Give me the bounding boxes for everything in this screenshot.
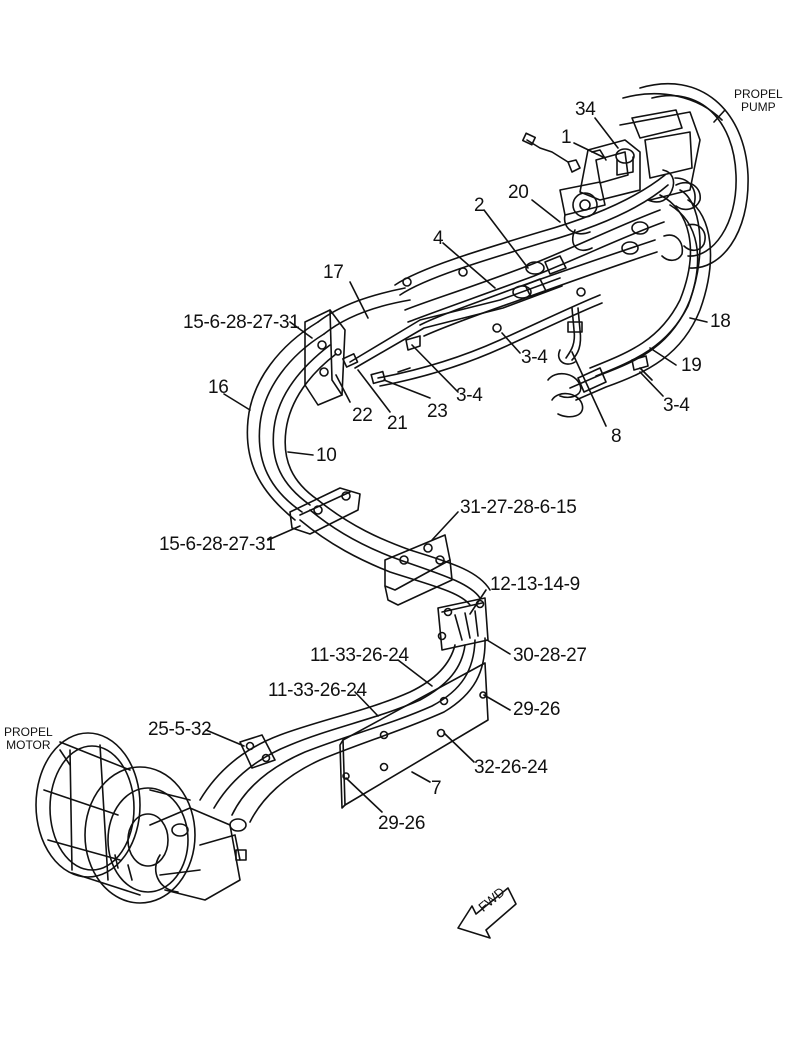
main-loop-hoses-18-19	[569, 181, 712, 401]
callout-11-33-26-24-b: 11-33-26-24	[268, 680, 367, 701]
callout-3-4-right: 3-4	[663, 395, 690, 416]
callout-2: 2	[474, 195, 485, 216]
fwd-arrow-shape	[457, 887, 517, 939]
leader-lines	[59, 109, 726, 813]
small-lines	[342, 277, 603, 387]
hoses-to-motor	[171, 637, 486, 837]
callout-17: 17	[323, 262, 344, 283]
callout-31-27-28-6-15: 31-27-28-6-15	[460, 497, 577, 518]
junction-block	[437, 597, 489, 651]
propel-pump-label-line1: PROPEL	[734, 87, 783, 101]
case-drain-hose	[547, 307, 584, 418]
callout-22: 22	[352, 405, 373, 426]
callout-19: 19	[681, 355, 702, 376]
callout-8: 8	[611, 426, 622, 447]
hose-bundle-upper	[317, 174, 669, 337]
callout-15-6-28-27-31-top: 15-6-28-27-31	[183, 312, 300, 333]
propel-motor-label-line2: MOTOR	[6, 737, 51, 752]
callout-3-4-upper: 3-4	[521, 347, 548, 368]
propel-motor-label-line1: PROPEL	[4, 725, 53, 739]
callout-29-26-bottom: 29-26	[378, 813, 426, 834]
callout-18: 18	[710, 311, 731, 332]
callout-15-6-28-27-31-mid: 15-6-28-27-31	[159, 534, 276, 555]
propel-pump	[559, 82, 749, 269]
callout-7: 7	[431, 778, 442, 799]
callout-4: 4	[433, 228, 444, 249]
callout-25-5-32: 25-5-32	[148, 719, 212, 740]
callout-11-33-26-24-a: 11-33-26-24	[310, 645, 409, 666]
callout-20: 20	[508, 182, 529, 203]
propel-pump-label: PROPEL PUMP	[734, 88, 783, 113]
propel-motor-label: PROPEL MOTOR	[4, 726, 53, 751]
propel-motor	[35, 732, 247, 904]
callout-3-4-mid: 3-4	[456, 385, 483, 406]
speed-sensor-cable	[521, 132, 581, 173]
callout-10: 10	[316, 445, 337, 466]
clamp-lower	[239, 734, 276, 769]
callout-12-13-14-9: 12-13-14-9	[490, 574, 580, 595]
callout-32-26-24: 32-26-24	[474, 757, 548, 778]
callout-23: 23	[427, 401, 448, 422]
callout-34: 34	[575, 99, 596, 120]
clamp-upper-left	[304, 309, 346, 406]
clamp-mid-left	[289, 487, 361, 535]
callout-21: 21	[387, 413, 408, 434]
clamp-mid	[384, 534, 453, 606]
callout-1: 1	[561, 127, 572, 148]
callout-16: 16	[208, 377, 229, 398]
propel-pump-label-line2: PUMP	[741, 99, 776, 114]
callout-30-28-27: 30-28-27	[513, 645, 587, 666]
long-hoses-16-10	[246, 321, 491, 606]
callout-29-26-right: 29-26	[513, 699, 561, 720]
